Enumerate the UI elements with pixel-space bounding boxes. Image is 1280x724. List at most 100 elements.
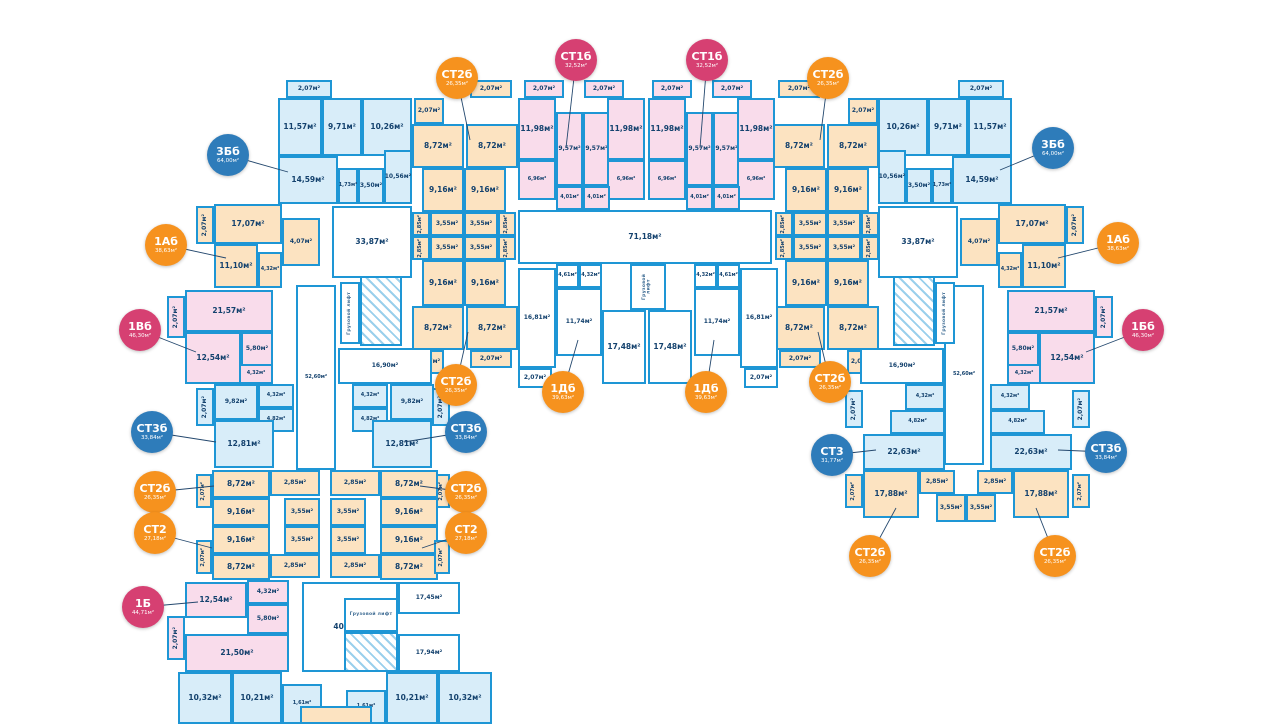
room-area-label: 2,85м² [866, 214, 873, 234]
apartment-area-label: 27,18м² [454, 535, 478, 542]
room: 2,07м² [196, 540, 212, 574]
room: 4,82м² [890, 410, 945, 434]
room-area-label: 4,07м² [967, 237, 991, 245]
room-area-label: 9,16м² [429, 278, 457, 288]
room-area-label: 10,32м² [448, 693, 482, 703]
elevator-shaft: Грузовой лифт [935, 282, 955, 344]
room: 52,60м² [296, 285, 336, 470]
room-area-label: 9,16м² [471, 185, 499, 195]
room-area-label: 21,57м² [1034, 306, 1068, 316]
room: 3,55м² [330, 526, 366, 554]
room: 2,07м² [958, 80, 1004, 98]
room: 6,96м² [648, 160, 686, 200]
room-area-label: 17,88м² [874, 489, 908, 499]
apartment-type-label: СТ3б [450, 421, 482, 435]
room-area-label: 10,21м² [240, 693, 274, 703]
room-area-label: 2,07м² [851, 106, 875, 114]
apartment-type-label: СТ2б [441, 67, 473, 81]
room: 12,54м² [185, 582, 247, 618]
room-area-label: 2,07м² [200, 213, 208, 237]
room: 4,61м² [556, 264, 579, 288]
room-area-label: 3,50м² [359, 181, 383, 189]
apartment-area-label: 26,35м² [445, 80, 469, 87]
room: 9,57м² [556, 112, 583, 186]
room-area-label: 2,85м² [780, 238, 787, 258]
apartment-area-label: 33,84м² [140, 434, 164, 441]
room-area-label: 8,72м² [424, 323, 452, 333]
room-area-label: 6,96м² [746, 176, 766, 183]
room-area-label: 11,74м² [565, 317, 593, 325]
room-area-label: 1,73м² [932, 182, 952, 189]
room: 11,10м² [1022, 244, 1066, 288]
room-area-label: 2,85м² [983, 477, 1007, 485]
room: 4,01м² [556, 186, 583, 210]
room-area-label: 17,07м² [231, 219, 265, 229]
apartment-area-label: 39,63м² [694, 394, 718, 401]
room: 2,85м² [919, 470, 955, 494]
room-area-label: 11,98м² [650, 124, 684, 134]
apartment-type-label: 1Бб [1131, 319, 1155, 333]
elevator-shaft: Грузовой лифт [340, 282, 360, 344]
room: 9,82м² [214, 384, 258, 420]
apartment-type-label: 1Дб [550, 381, 576, 395]
room: 2,07м² [286, 80, 332, 98]
room: 22,63м² [863, 434, 945, 470]
room-area-label: 5,80м² [256, 614, 280, 622]
room-area-label: 2,07м² [479, 354, 503, 362]
room-area-label: 9,16м² [834, 278, 862, 288]
room-area-label: 12,54м² [1050, 353, 1084, 363]
room-area-label: Грузовой лифт [642, 273, 652, 301]
room-area-label: 2,07м² [788, 354, 812, 362]
room-area-label: 8,72м² [227, 562, 255, 572]
room-area-label: Грузовой лифт [941, 291, 947, 335]
room: 2,07м² [196, 474, 212, 508]
room: 3,55м² [464, 236, 498, 260]
elevator-shaft: Грузовой лифт [630, 264, 666, 310]
apartment-area-label: 26,35м² [454, 494, 478, 501]
room-area-label: 2,07м² [660, 84, 684, 92]
apartment-type-label: 1Аб [1106, 232, 1130, 246]
room: 11,98м² [648, 98, 686, 160]
room-area-label: 2,85м² [503, 214, 510, 234]
room: 8,72м² [827, 124, 879, 168]
room-area-label: 16,81м² [523, 313, 551, 321]
room-area-label: 2,07м² [200, 547, 207, 567]
room-area-label: 14,59м² [965, 175, 999, 185]
room: 10,32м² [178, 672, 232, 724]
room: 9,16м² [422, 168, 464, 212]
room: 33,87м² [878, 206, 958, 278]
room-area-label: 8,72м² [785, 141, 813, 151]
apartment-type-label: СТ2б [812, 67, 844, 81]
room: 8,72м² [827, 306, 879, 350]
apartment-area-label: 64,00м² [216, 157, 240, 164]
room: 3,55м² [284, 526, 320, 554]
room: 5,80м² [247, 604, 289, 634]
room-area-label: Грузовой лифт [349, 611, 393, 617]
